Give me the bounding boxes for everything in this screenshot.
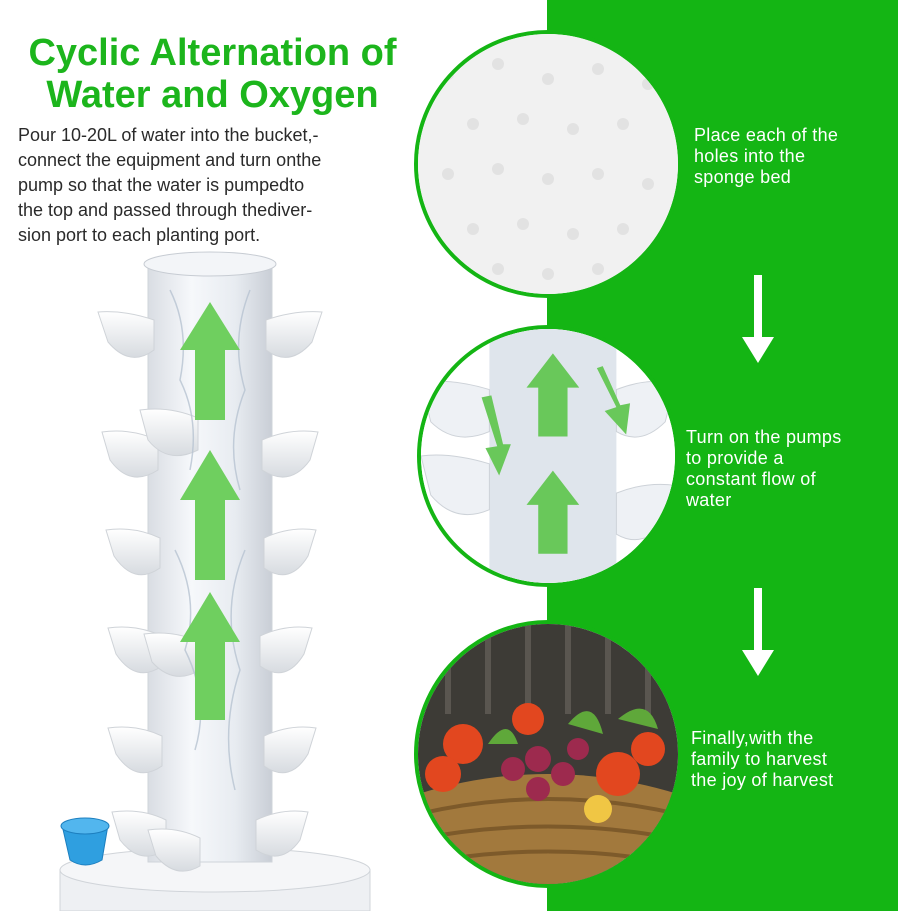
page-title: Cyclic Alternation of Water and Oxygen xyxy=(0,32,425,116)
step-1-text: Place each of the holes into the sponge … xyxy=(694,125,889,188)
step-3-text: Finally,with the family to harvest the j… xyxy=(691,728,891,791)
intro-line-3: pump so that the water is pumpedto xyxy=(18,175,305,195)
step-3-line-2: family to harvest xyxy=(691,749,828,769)
title-line-2: Water and Oxygen xyxy=(46,74,379,116)
step-1-line-2: holes into the xyxy=(694,146,806,166)
intro-line-1: Pour 10-20L of water into the bucket,- xyxy=(18,125,319,145)
step-2-line-4: water xyxy=(686,490,732,510)
title-line-1: Cyclic Alternation of xyxy=(28,32,397,74)
step-2-line-3: constant flow of xyxy=(686,469,816,489)
step-2-line-1: Turn on the pumps xyxy=(686,427,842,447)
sponge-bed-image xyxy=(414,30,682,298)
down-arrow-icon xyxy=(742,588,774,676)
step-3-line-3: the joy of harvest xyxy=(691,770,834,790)
blue-cup-icon xyxy=(60,817,110,866)
step-2-line-2: to provide a xyxy=(686,448,784,468)
intro-line-2: connect the equipment and turn onthe xyxy=(18,150,322,170)
intro-text: Pour 10-20L of water into the bucket,- c… xyxy=(18,123,413,248)
water-flow-image xyxy=(417,325,679,587)
harvest-basket-image xyxy=(414,620,682,888)
down-arrow-icon xyxy=(742,275,774,363)
intro-line-5: sion port to each planting port. xyxy=(18,225,261,245)
step-1-line-3: sponge bed xyxy=(694,167,792,187)
step-2-text: Turn on the pumps to provide a constant … xyxy=(686,427,891,511)
intro-line-4: the top and passed through thediver- xyxy=(18,200,313,220)
step-1-line-1: Place each of the xyxy=(694,125,839,145)
step-3-line-1: Finally,with the xyxy=(691,728,814,748)
hydroponic-tower-illustration xyxy=(59,251,371,911)
